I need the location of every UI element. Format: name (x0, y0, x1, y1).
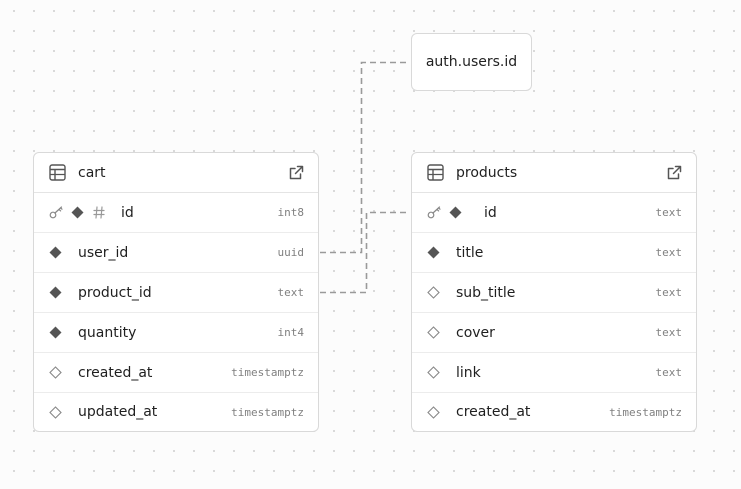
filled-diamond-icon (427, 246, 440, 259)
key-icon (427, 206, 442, 219)
connector-product-id-to-products-id (320, 211, 408, 294)
table-icon (49, 164, 67, 182)
table-header-cart: cart (34, 153, 318, 193)
column-type: text (655, 206, 683, 219)
column-name: created_at (78, 364, 153, 381)
filled-diamond-icon (71, 206, 84, 219)
column-type: text (277, 286, 305, 299)
column-type: int4 (277, 326, 305, 339)
column-type: text (655, 326, 683, 339)
reference-node-auth-users-id[interactable]: auth.users.id (411, 33, 532, 91)
column-type: text (655, 286, 683, 299)
column-name: id (484, 204, 497, 221)
column-type: text (655, 366, 683, 379)
table-card-cart[interactable]: cart id int8 user_id uuid product_id tex… (33, 152, 319, 432)
column-type: timestamptz (609, 405, 682, 419)
external-link-icon[interactable] (288, 164, 306, 182)
column-name: updated_at (78, 404, 158, 420)
key-icon (49, 206, 64, 219)
column-name: product_id (78, 284, 152, 301)
external-link-icon[interactable] (666, 164, 684, 182)
outline-diamond-icon (49, 405, 62, 419)
connector-user-id-to-auth-users (320, 61, 408, 254)
outline-diamond-icon (427, 366, 440, 379)
table-card-products[interactable]: products id text title text sub_title te… (411, 152, 697, 432)
reference-label: auth.users.id (425, 54, 518, 70)
column-row-updated-at[interactable]: updated_at timestamptz (34, 393, 318, 431)
hash-icon (93, 206, 105, 219)
column-name: created_at (456, 404, 531, 420)
column-type: uuid (277, 246, 305, 259)
filled-diamond-icon (49, 286, 62, 299)
column-row-id[interactable]: id int8 (34, 193, 318, 233)
table-header-products: products (412, 153, 696, 193)
outline-diamond-icon (49, 366, 62, 379)
column-name: link (456, 364, 481, 381)
column-type: timestamptz (231, 366, 304, 379)
table-title-cart: cart (78, 164, 106, 181)
column-name: sub_title (456, 284, 516, 301)
outline-diamond-icon (427, 286, 440, 299)
column-row-created-at[interactable]: created_at timestamptz (34, 353, 318, 393)
column-type: timestamptz (231, 405, 304, 419)
column-name: title (456, 244, 484, 261)
column-name: user_id (78, 244, 129, 261)
filled-diamond-icon (449, 206, 462, 219)
column-row-created-at[interactable]: created_at timestamptz (412, 393, 696, 431)
column-row-title[interactable]: title text (412, 233, 696, 273)
column-row-sub-title[interactable]: sub_title text (412, 273, 696, 313)
column-name: id (121, 204, 134, 221)
column-name: cover (456, 324, 495, 341)
column-row-id[interactable]: id text (412, 193, 696, 233)
column-row-quantity[interactable]: quantity int4 (34, 313, 318, 353)
column-name: quantity (78, 324, 137, 341)
column-type: text (655, 246, 683, 259)
outline-diamond-icon (427, 405, 440, 419)
column-row-user-id[interactable]: user_id uuid (34, 233, 318, 273)
outline-diamond-icon (427, 326, 440, 339)
column-row-link[interactable]: link text (412, 353, 696, 393)
column-row-product-id[interactable]: product_id text (34, 273, 318, 313)
column-type: int8 (277, 206, 305, 219)
table-icon (427, 164, 445, 182)
column-row-cover[interactable]: cover text (412, 313, 696, 353)
table-title-products: products (456, 164, 518, 181)
filled-diamond-icon (49, 246, 62, 259)
filled-diamond-icon (49, 326, 62, 339)
